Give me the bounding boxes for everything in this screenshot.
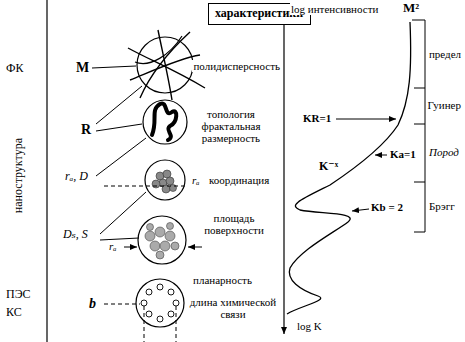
parameter-symbol: Dₛ, S: [62, 228, 89, 241]
property-label: координация: [208, 174, 270, 186]
curve-label: M²: [402, 1, 420, 15]
slope-label: K⁻ˣ: [318, 160, 339, 173]
parameter-symbol: b: [88, 296, 97, 311]
axis-title: log K: [296, 320, 323, 332]
axis-title: log интенсивности: [290, 3, 379, 15]
regime-label: предел: [428, 48, 462, 60]
property-label: площадь поверхности: [187, 212, 281, 236]
parameter-symbol: rₐ: [191, 174, 201, 186]
property-label: полидисперсность: [192, 60, 281, 72]
property-label: длина химической связи: [186, 296, 280, 320]
parameter-symbol: M: [75, 60, 90, 75]
property-label: планарность: [192, 274, 253, 286]
condition-label: Ka=1: [389, 148, 417, 160]
axis-title: наноструктура: [11, 137, 24, 214]
group-label: КС: [5, 306, 23, 319]
parameter-symbol: rₐ: [108, 240, 118, 252]
condition-label: KR=1: [302, 112, 332, 124]
group-label: ФК: [5, 62, 24, 75]
regime-label: Пород: [428, 146, 460, 158]
parameter-symbol: rₐ, D: [64, 170, 89, 183]
parameter-symbol: R: [80, 122, 92, 137]
regime-label: Брэгг: [428, 200, 456, 212]
property-label: топология фрактальная размерность: [190, 108, 272, 144]
group-label: ПЭС: [5, 288, 32, 301]
regime-label: Гуинер: [426, 99, 462, 111]
condition-label: Kb = 2: [370, 201, 404, 213]
